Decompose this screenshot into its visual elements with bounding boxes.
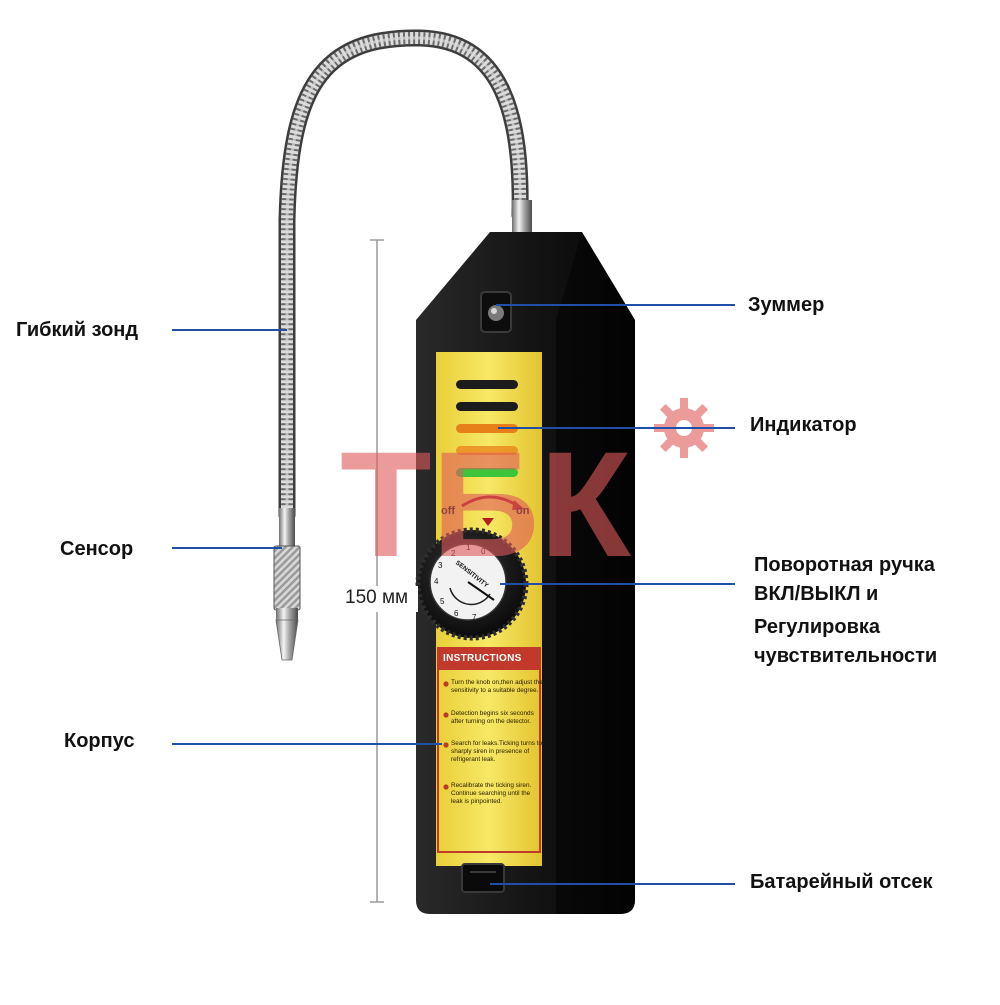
led-indicator [456, 380, 518, 477]
instruction-item: Search for leaks.Ticking turns to sharpl… [451, 740, 543, 763]
sensor-tip [273, 508, 301, 661]
instruction-item: Turn the knob on,then adjust the sensiti… [451, 679, 543, 694]
flexible-probe [278, 29, 529, 524]
instructions-title: INSTRUCTIONS [443, 653, 522, 664]
dimension-line [342, 239, 418, 903]
switch-on-label: on [516, 505, 530, 517]
instruction-item: Detection begins six seconds after turni… [451, 710, 534, 725]
dimension-label: 150 мм [345, 587, 409, 608]
dial-number: 4 [434, 577, 439, 586]
rotary-knob[interactable]: SENSITIVITY 0 1 2 3 4 5 6 7 [415, 527, 529, 641]
callout-battery: Батарейный отсек [750, 871, 933, 893]
callout-knob-line4: чувствительности [754, 645, 938, 667]
buzzer [480, 291, 512, 333]
callout-indicator: Индикатор [750, 414, 857, 436]
dial-number: 3 [438, 561, 443, 570]
callout-buzzer: Зуммер [748, 294, 825, 316]
instruction-item: Recalibrate the ticking siren. Continue … [451, 782, 532, 805]
callout-probe: Гибкий зонд [16, 319, 139, 341]
callout-knob-line2: ВКЛ/ВЫКЛ и [754, 583, 879, 605]
dial-number: 2 [451, 549, 456, 558]
callout-sensor: Сенсор [60, 538, 134, 560]
dial-number: 0 [481, 547, 486, 556]
leader-lines [172, 304, 735, 885]
on-off-indicator: off on [441, 495, 530, 526]
dial-number: 5 [440, 597, 445, 606]
dial-number: 6 [454, 609, 459, 618]
instructions-panel [437, 647, 541, 853]
probe-collar [512, 200, 532, 234]
callout-knob-line1: Поворотная ручка [754, 554, 935, 576]
callout-body: Корпус [64, 730, 135, 752]
watermark: ТБК [340, 398, 714, 588]
dial-number: 1 [466, 543, 471, 552]
switch-off-label: off [441, 505, 455, 517]
dial-number: 7 [472, 613, 477, 622]
battery-compartment[interactable] [461, 863, 505, 893]
watermark-text: ТБК [340, 420, 631, 588]
callout-knob-line3: Регулировка [754, 616, 881, 638]
